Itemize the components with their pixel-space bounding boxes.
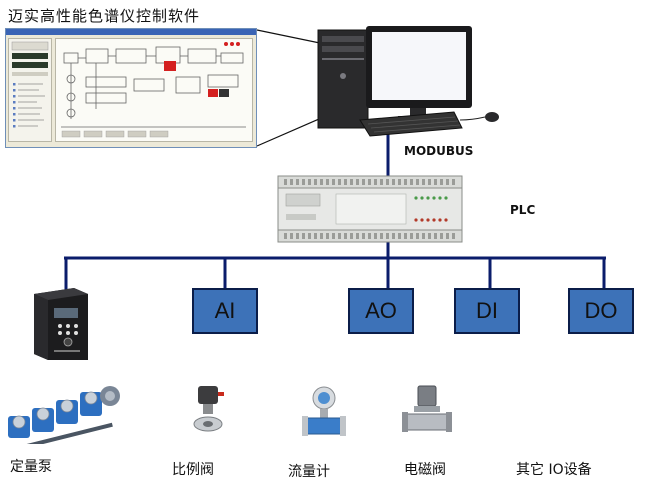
software-title: 迈实高性能色谱仪控制软件: [8, 7, 201, 25]
io-module-ao: AO: [348, 288, 414, 334]
device-label-metering-pump: 定量泵: [10, 459, 52, 475]
keyboard: [359, 111, 463, 137]
metering-pump-image: [5, 386, 120, 444]
device-label-flow-meter: 流量计: [288, 464, 330, 480]
window-titlebar: [6, 29, 256, 35]
control-panel: [8, 38, 52, 142]
io-module-di-label: DI: [476, 298, 498, 323]
plc-unit: [277, 175, 463, 243]
monitor-screen: [372, 32, 466, 100]
computer-workstation: [317, 26, 499, 137]
device-label-proportional-valve: 比例阀: [172, 462, 214, 478]
frequency-drive: [34, 288, 88, 360]
modbus-label: MODUBUS: [404, 144, 474, 158]
plc-label: PLC: [510, 203, 536, 217]
process-schematic-graphic: [61, 42, 246, 138]
io-module-ao-label: AO: [365, 298, 397, 323]
mouse: [485, 112, 499, 122]
drive-display: [54, 308, 78, 318]
flow-meter-image: [302, 386, 346, 436]
io-module-ai-label: AI: [214, 298, 236, 323]
proportional-valve-image: [193, 386, 224, 432]
device-label-other-io: 其它 IO设备: [516, 462, 592, 478]
control-panel-graphic: [11, 41, 49, 128]
process-schematic: [55, 38, 253, 142]
software-screenshot: [5, 28, 257, 148]
io-module-ai: AI: [192, 288, 258, 334]
io-module-do: DO: [568, 288, 634, 334]
io-module-di: DI: [454, 288, 520, 334]
io-module-do-label: DO: [584, 298, 618, 323]
solenoid-valve-image: [402, 385, 452, 432]
device-label-solenoid-valve: 电磁阀: [404, 462, 446, 478]
